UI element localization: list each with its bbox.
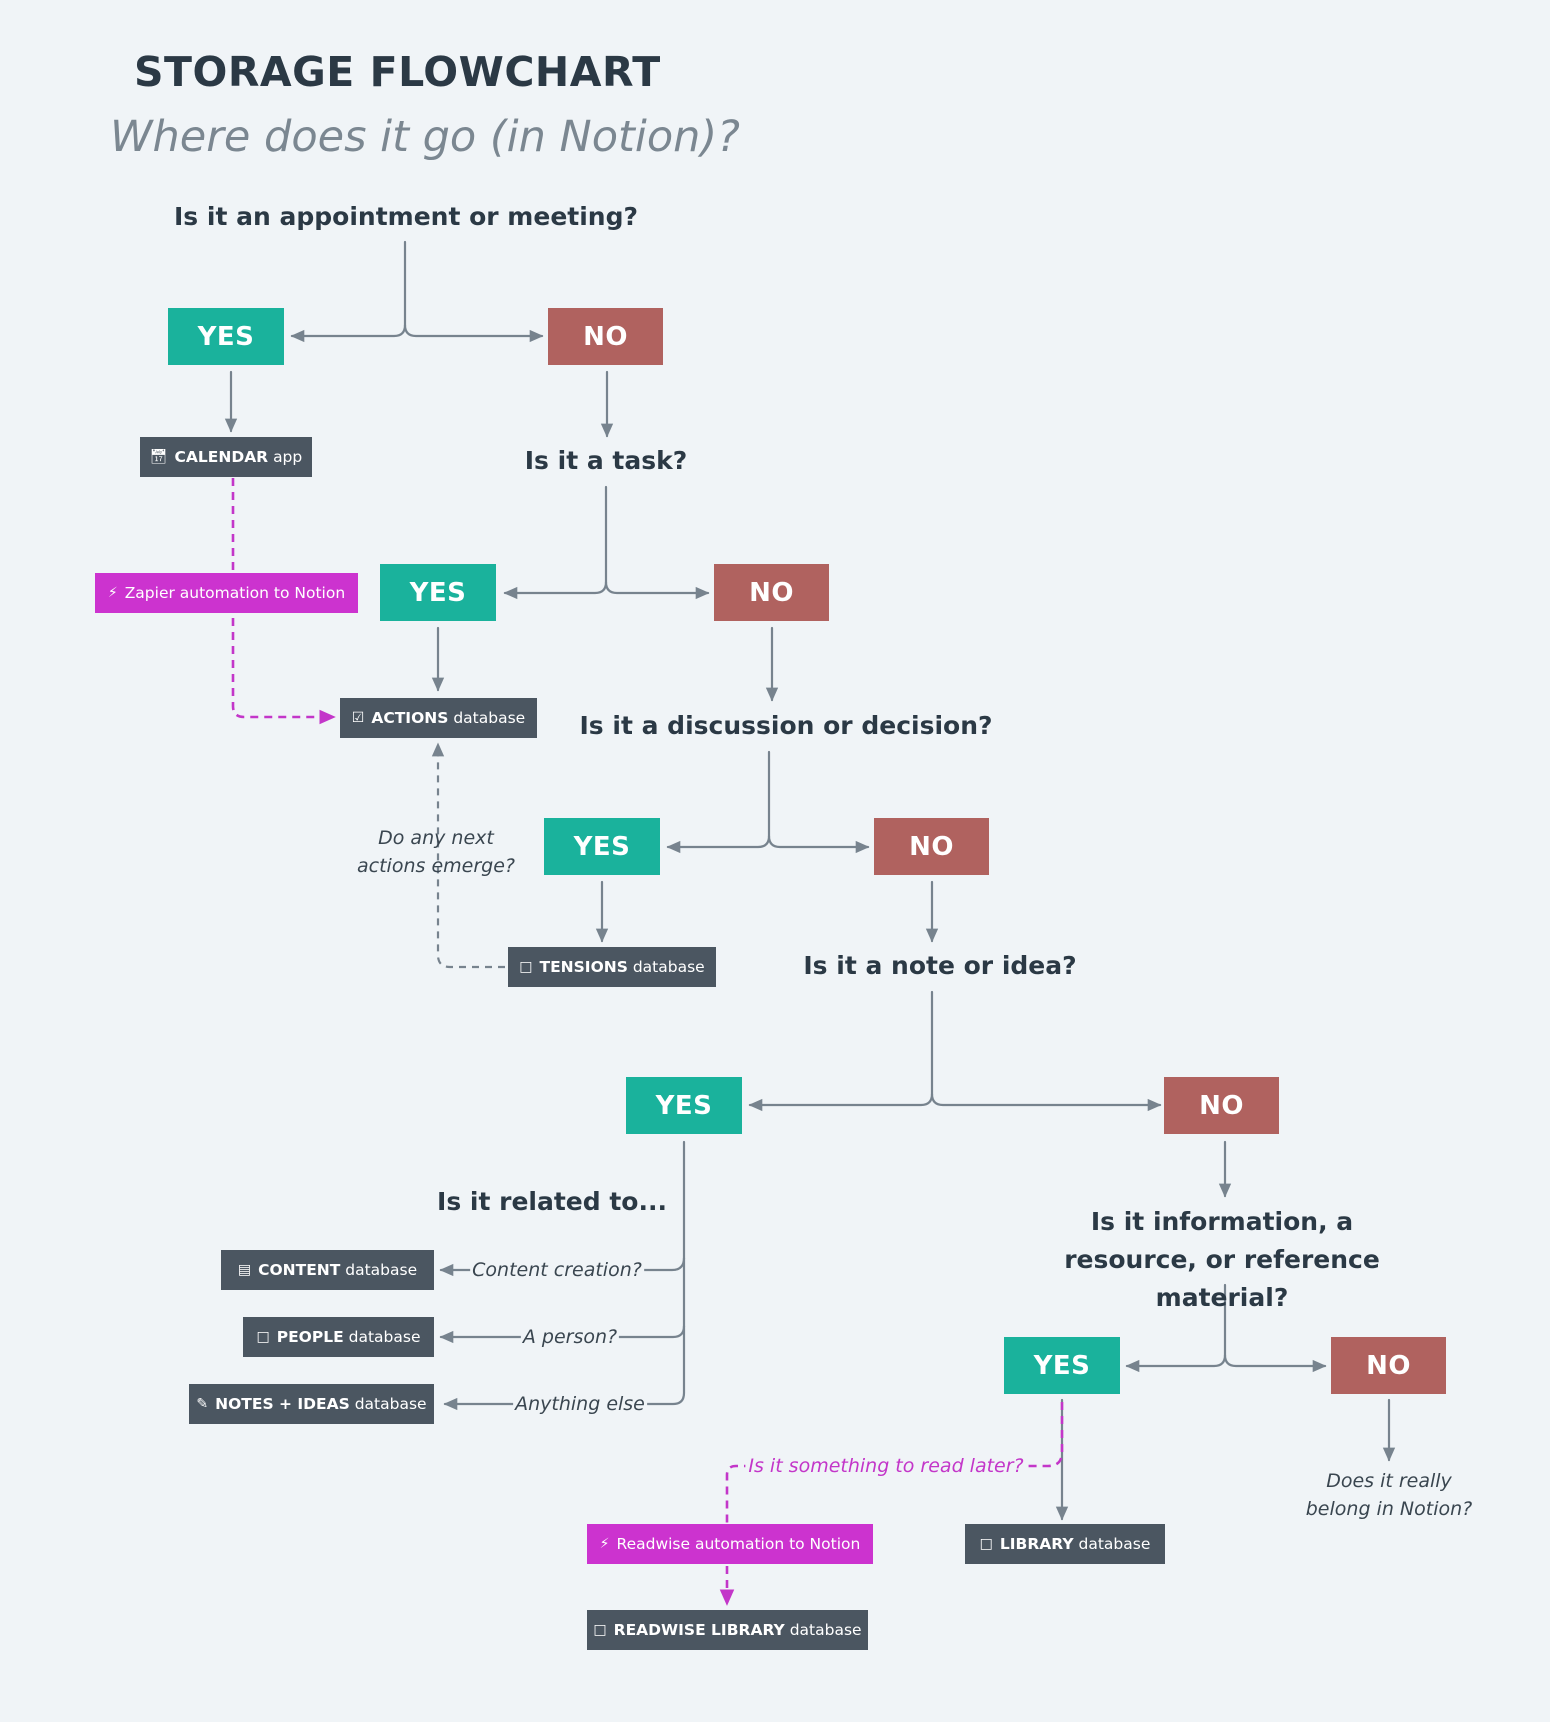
branch-content xyxy=(636,1256,686,1272)
readwise-library-database-box: □ READWISE LIBRARY database xyxy=(587,1610,868,1650)
question-note-idea: Is it a note or idea? xyxy=(803,951,1077,980)
calendar-icon: 📅︎ xyxy=(149,449,168,465)
q4-fork-right xyxy=(930,1092,1162,1112)
belong-in-notion-note: Does it really belong in Notion? xyxy=(1305,1470,1473,1520)
zapier-automation-box: ⚡︎ Zapier automation to Notion xyxy=(95,573,358,613)
next-actions-note: Do any next actions emerge? xyxy=(357,827,515,877)
lightning-icon: ⚡︎ xyxy=(107,585,118,601)
question-related-to: Is it related to... xyxy=(437,1187,667,1216)
q3-fork-left xyxy=(666,750,771,854)
calendar-app-box: 📅︎ CALENDAR app xyxy=(140,437,312,477)
tensions-to-actions-dashed xyxy=(431,742,505,969)
no-box-information: NO xyxy=(1331,1337,1446,1394)
question-discussion: Is it a discussion or decision? xyxy=(579,711,993,740)
no-box-task: NO xyxy=(714,564,829,621)
page-icon: □ xyxy=(979,1536,993,1552)
page-icon: □ xyxy=(519,959,533,975)
branch-label-anything-else: Anything else xyxy=(513,1393,647,1415)
read-later-label: Is it something to read later? xyxy=(745,1455,1027,1477)
no-box-discussion: NO xyxy=(874,818,989,875)
no-box-appointment: NO xyxy=(548,308,663,365)
lightning-icon: ⚡︎ xyxy=(599,1536,610,1552)
yes-box-appointment: YES xyxy=(168,308,284,365)
yes6-to-readlater-dashed xyxy=(1017,1402,1064,1468)
branch-label-person: A person? xyxy=(520,1326,620,1348)
page-icon: □ xyxy=(256,1329,270,1345)
tensions-database-box: □ TENSIONS database xyxy=(508,947,716,987)
branch-people xyxy=(615,1324,686,1339)
page-title: STORAGE FLOWCHART xyxy=(134,48,661,96)
people-database-box: □ PEOPLE database xyxy=(243,1317,434,1357)
q4-fork-left xyxy=(748,990,934,1112)
yes-box-information: YES xyxy=(1004,1337,1120,1394)
question-appointment: Is it an appointment or meeting? xyxy=(174,202,638,231)
yes-box-note-idea: YES xyxy=(626,1077,742,1134)
page-icon: □ xyxy=(593,1622,607,1638)
document-icon: ▤ xyxy=(237,1262,252,1278)
actions-database-box: ☑ ACTIONS database xyxy=(340,698,537,738)
q2-fork-right xyxy=(604,580,710,600)
yes-box-task: YES xyxy=(380,564,496,621)
calendar-to-actions-dashed xyxy=(231,478,336,725)
pencil-icon: ✎ xyxy=(196,1396,209,1412)
q6-fork-right xyxy=(1223,1353,1327,1373)
content-database-box: ▤ CONTENT database xyxy=(221,1250,434,1290)
library-database-box: □ LIBRARY database xyxy=(965,1524,1165,1564)
page-subtitle: Where does it go (in Notion)? xyxy=(110,112,740,162)
notes-ideas-database-box: ✎ NOTES + IDEAS database xyxy=(189,1384,434,1424)
yes-box-discussion: YES xyxy=(544,818,660,875)
yes4-spine xyxy=(644,1140,686,1406)
readwise-automation-box: ⚡︎ Readwise automation to Notion xyxy=(587,1524,873,1564)
no-box-note-idea: NO xyxy=(1164,1077,1279,1134)
readlater-to-readwise-dashed xyxy=(725,1464,752,1525)
q1-fork-right xyxy=(403,323,544,343)
q1-fork-left xyxy=(290,240,407,343)
branch-label-content-creation: Content creation? xyxy=(470,1259,644,1281)
question-task: Is it a task? xyxy=(524,446,688,475)
question-information: Is it information, a resource, or refere… xyxy=(1064,1207,1380,1312)
q3-fork-right xyxy=(767,834,870,854)
checkbox-icon: ☑ xyxy=(351,710,365,726)
q2-fork-left xyxy=(503,485,608,600)
